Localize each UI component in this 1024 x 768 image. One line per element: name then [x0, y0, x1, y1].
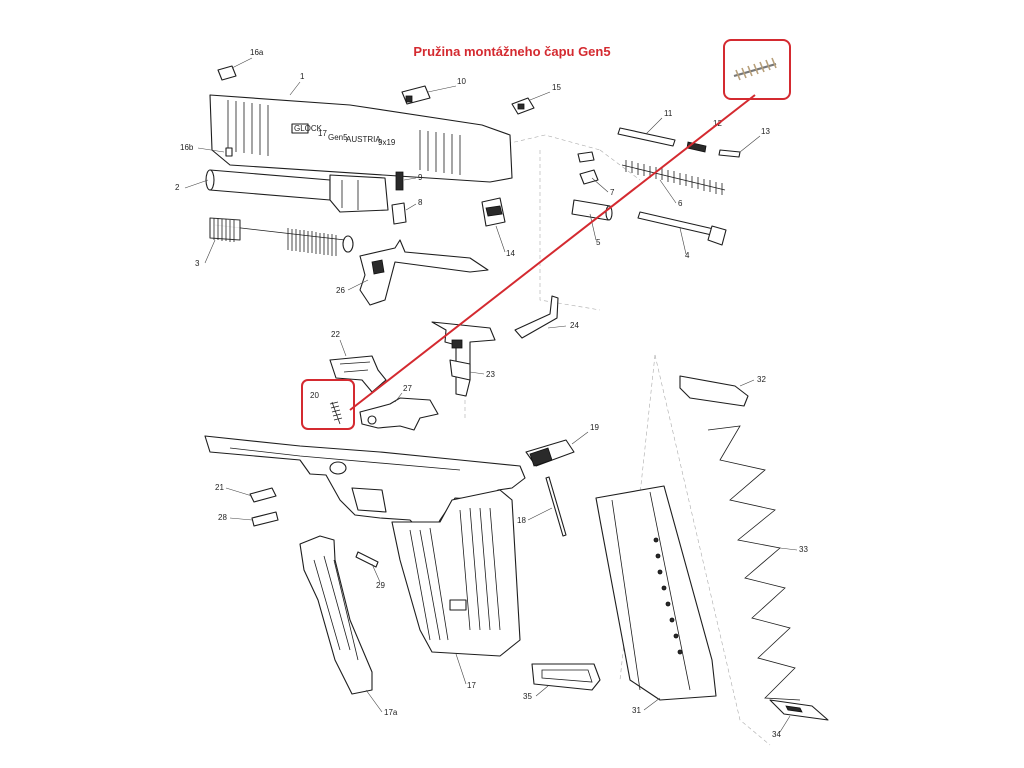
part-7-spacer-sleeve: [577, 151, 599, 185]
part-8-spring-bearing: [391, 202, 407, 225]
part-13-pin: [718, 149, 741, 158]
label-21: 21: [215, 483, 224, 492]
label-27: 27: [403, 384, 412, 393]
label-19: 19: [590, 423, 599, 432]
slide-country-text: AUSTRIA: [346, 135, 381, 144]
slide-caliber-text: 9x19: [378, 138, 396, 147]
label-29: 29: [376, 581, 385, 590]
label-22: 22: [331, 330, 340, 339]
part-24-ejector: [514, 295, 559, 339]
label-31: 31: [632, 706, 641, 715]
part-26-trigger-bar: [359, 239, 489, 306]
label-8: 8: [418, 198, 423, 207]
part-33-magazine-spring: [707, 425, 801, 701]
part-19-slide-lock: [525, 439, 575, 467]
part-20-spring: [329, 401, 343, 425]
label-9: 9: [418, 173, 423, 182]
part-35-floor-plate-insert: [531, 663, 601, 691]
part-22-locking-block: [329, 355, 387, 393]
part-17-grip: [391, 489, 521, 657]
label-14: 14: [506, 249, 515, 258]
assembly-guides: [464, 134, 771, 746]
label-32: 32: [757, 375, 766, 384]
label-26: 26: [336, 286, 345, 295]
slide-brand-text: GLOCK: [294, 124, 323, 133]
slide-model-text: 17: [318, 129, 327, 138]
label-24: 24: [570, 321, 579, 330]
part-28-pin: [251, 511, 279, 527]
label-16a: 16a: [250, 48, 264, 57]
label-16b: 16b: [180, 143, 194, 152]
part-3-recoil-spring: [209, 217, 354, 256]
label-28: 28: [218, 513, 227, 522]
part-frame-receiver: [204, 435, 526, 541]
label-1: 1: [300, 72, 305, 81]
label-20: 20: [310, 391, 319, 400]
part-32-follower: [679, 375, 749, 407]
label-4: 4: [685, 251, 690, 260]
part-12-spring: [686, 141, 707, 153]
part-27-slide-stop-lever: [359, 397, 439, 431]
label-2: 2: [175, 183, 180, 192]
part-9-extractor-spring: [395, 171, 404, 191]
part-10-extractor: [401, 85, 431, 105]
part-15-rear-sight: [511, 97, 535, 115]
slide-gen-text: Gen5: [328, 133, 348, 142]
part-14-slide-cover: [481, 197, 506, 227]
diagram-title: Pružina montážneho čapu Gen5: [413, 44, 611, 59]
highlight-connector-line: [349, 94, 756, 411]
label-15: 15: [552, 83, 561, 92]
part-17a-backstrap: [299, 535, 373, 695]
part-18-trigger-pin: [545, 476, 567, 537]
label-17: 17: [467, 681, 476, 690]
part-labels: 16a 1 10 15 16b 2 9 8 3 11 12 13 7 6 5 4…: [175, 48, 808, 739]
part-1-slide: GLOCK 17 Gen5 AUSTRIA 9x19: [209, 94, 513, 183]
leader-lines: [184, 57, 798, 733]
label-13: 13: [761, 127, 770, 136]
label-18: 18: [517, 516, 526, 525]
part-23-trigger-housing: [431, 321, 496, 397]
part-34-floor-plate: [769, 699, 829, 721]
label-17a: 17a: [384, 708, 398, 717]
label-35: 35: [523, 692, 532, 701]
label-6: 6: [678, 199, 683, 208]
part-16b-front-sight: [225, 147, 233, 157]
part-2-barrel: [205, 169, 389, 213]
part-29-pin: [355, 551, 379, 568]
label-10: 10: [457, 77, 466, 86]
label-7: 7: [610, 188, 615, 197]
part-16a-slide-cover-plate: [217, 65, 237, 81]
part-31-magazine: [595, 485, 717, 701]
highlight-box-part-20: [301, 379, 355, 430]
label-3: 3: [195, 259, 200, 268]
label-33: 33: [799, 545, 808, 554]
part-21-slide-lock: [249, 487, 277, 503]
label-11: 11: [664, 109, 673, 118]
part-4-firing-pin: [637, 211, 727, 246]
inset-spring-icon: [733, 57, 777, 81]
label-23: 23: [486, 370, 495, 379]
label-5: 5: [596, 238, 601, 247]
part-6-firing-pin-spring: [621, 160, 726, 195]
part-11-firing-pin: [617, 127, 676, 147]
highlight-inset-box: [723, 39, 791, 100]
label-34: 34: [772, 730, 781, 739]
